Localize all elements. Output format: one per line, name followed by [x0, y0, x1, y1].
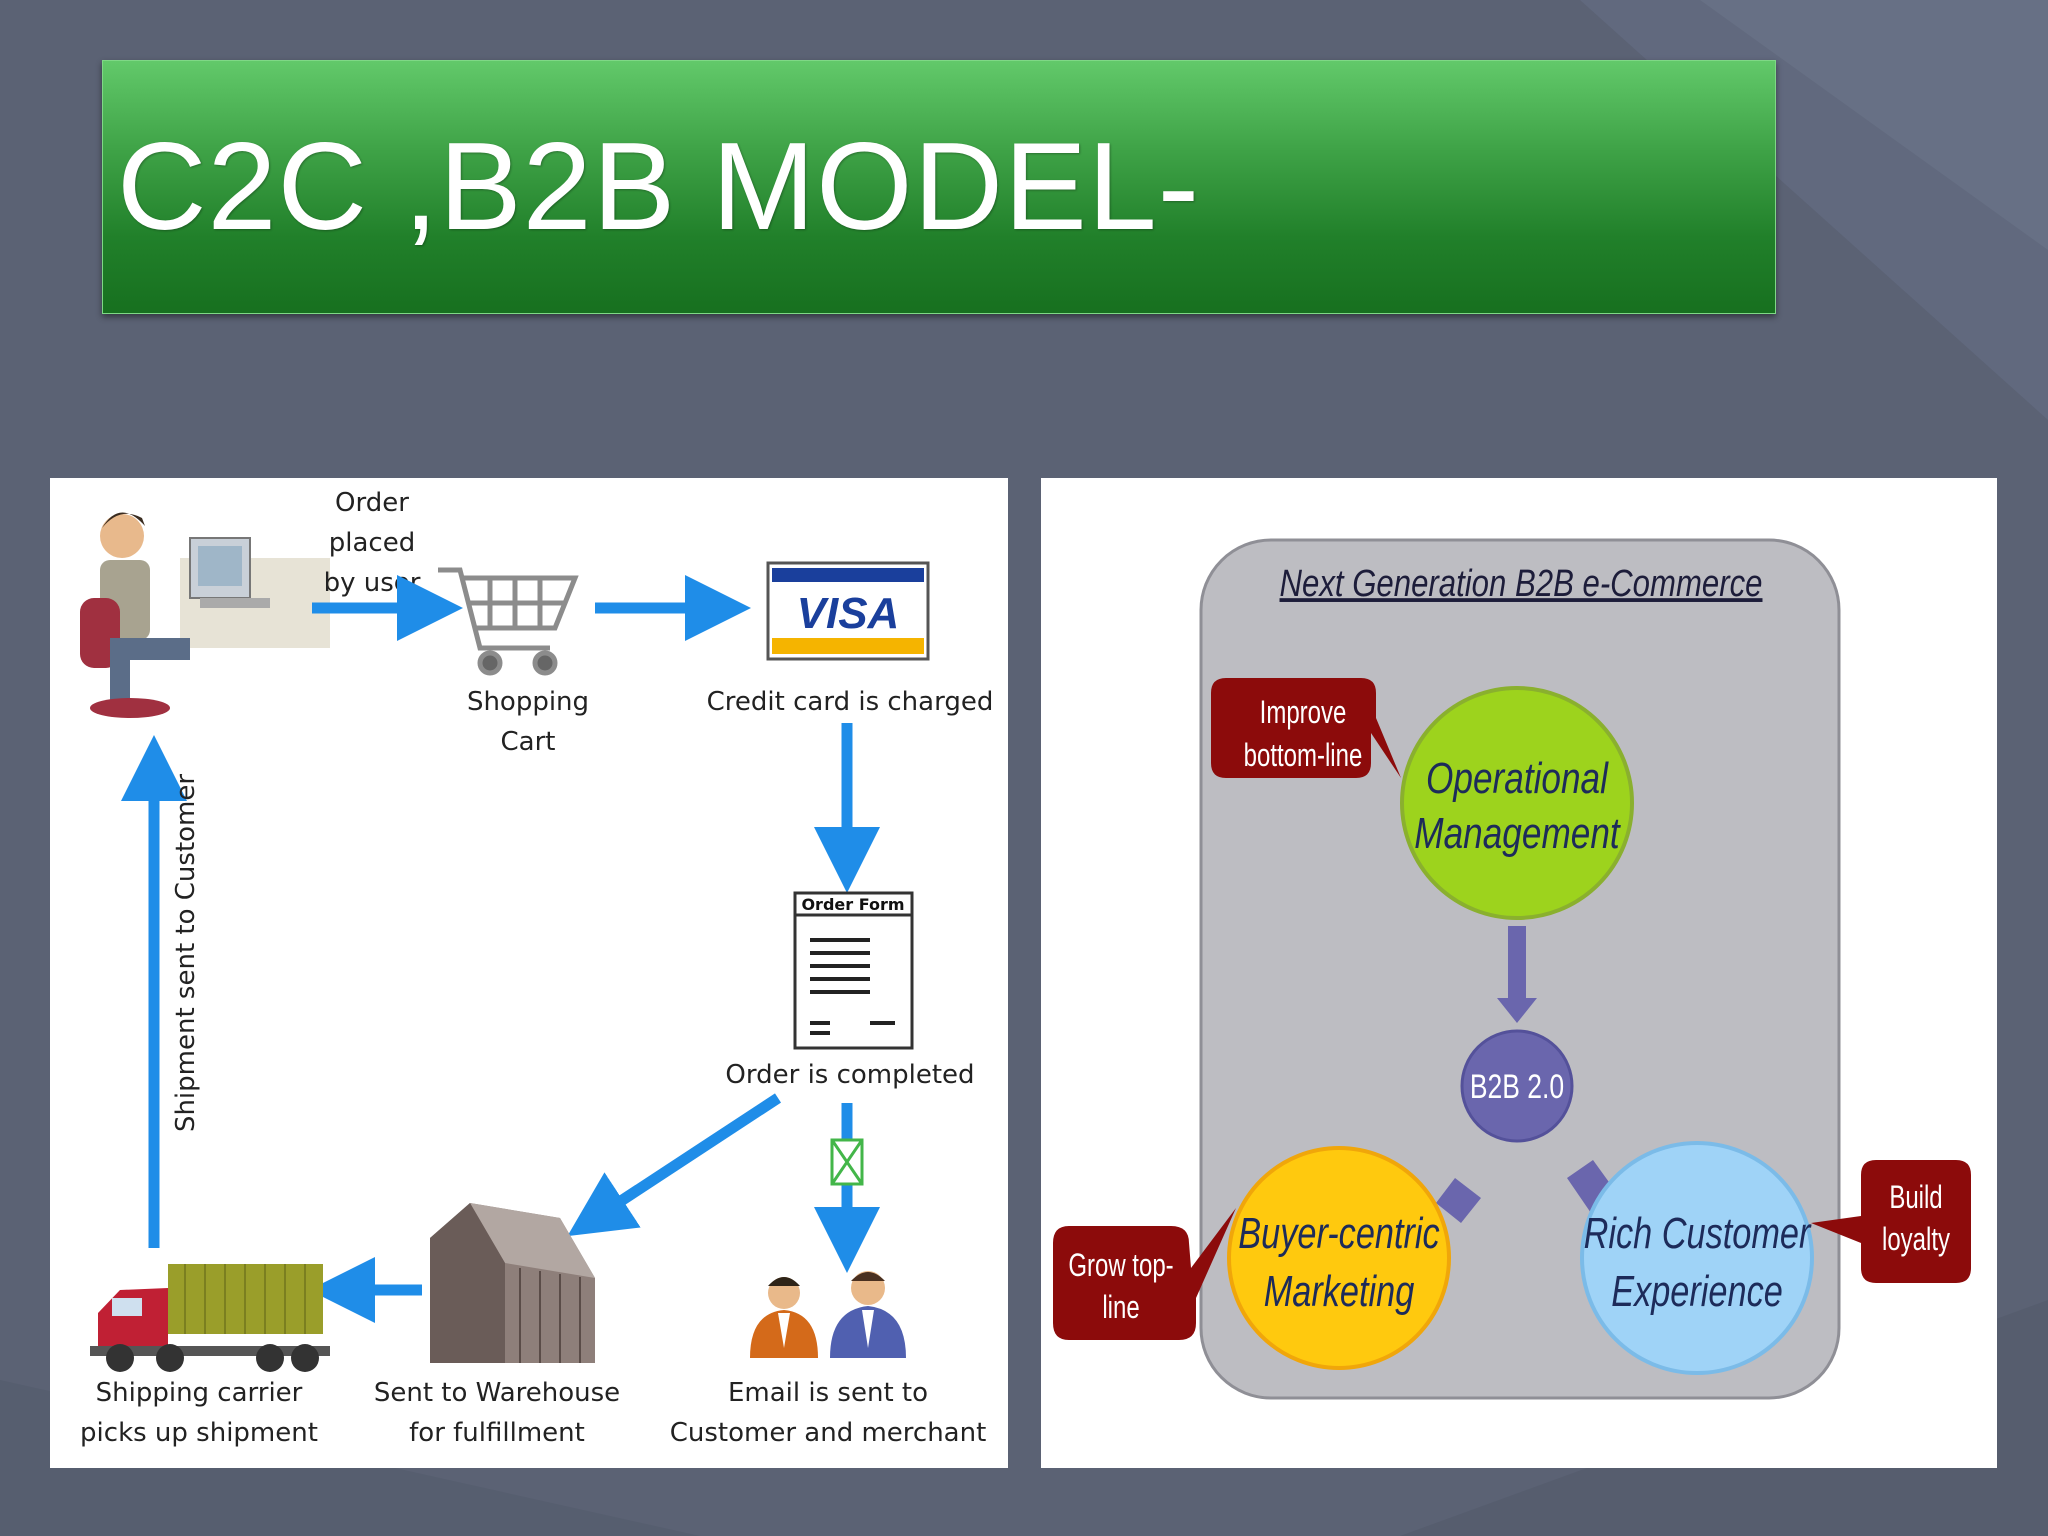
svg-text:loyalty: loyalty [1882, 1221, 1951, 1257]
svg-text:Improve: Improve [1260, 694, 1347, 730]
svg-text:Cart: Cart [501, 727, 556, 757]
svg-text:line: line [1102, 1289, 1139, 1325]
shopping-cart-icon [438, 567, 579, 676]
customer-merchant-icon [750, 1271, 906, 1358]
shopping-cart-label: Shopping Cart [467, 687, 589, 757]
buyer-label-1: Buyer-centric [1238, 1209, 1440, 1258]
svg-text:Shipping carrier: Shipping carrier [96, 1378, 303, 1408]
grow-top-line-callout: Grow top- line [1053, 1208, 1236, 1340]
svg-text:for fulfillment: for fulfillment [409, 1418, 585, 1448]
build-loyalty-callout: Build loyalty [1811, 1160, 1971, 1283]
email-sent-label: Email is sent to Customer and merchant [670, 1378, 987, 1448]
visa-card-icon: VISA [766, 561, 930, 661]
svg-text:placed: placed [329, 528, 415, 558]
b2b-heading: Next Generation B2B e-Commerce [1280, 563, 1763, 605]
slide-title: C2C ,B2B MODEL- [117, 118, 1201, 256]
shipping-carrier-label: Shipping carrier picks up shipment [80, 1378, 318, 1448]
svg-text:Sent to Warehouse: Sent to Warehouse [374, 1378, 620, 1408]
b2b-panel: Next Generation B2B e-Commerce Operation… [1041, 478, 1997, 1468]
svg-text:by user: by user [324, 568, 421, 598]
operational-management-node [1400, 686, 1634, 920]
operational-label-1: Operational [1426, 754, 1609, 803]
user-computer-icon [80, 512, 330, 718]
svg-text:picks up shipment: picks up shipment [80, 1418, 318, 1448]
svg-text:VISA: VISA [797, 589, 900, 638]
c2c-flow-panel: Order placed by user Shopping Cart VISA … [50, 478, 1008, 1468]
b2b-center-node [1460, 1029, 1574, 1143]
truck-icon [90, 1264, 330, 1372]
envelope-icon [830, 1138, 864, 1186]
svg-text:Customer and merchant: Customer and merchant [670, 1418, 987, 1448]
svg-text:bottom-line: bottom-line [1244, 737, 1363, 773]
svg-text:Order Form: Order Form [801, 895, 904, 914]
warehouse-icon [430, 1203, 595, 1363]
credit-card-label: Credit card is charged [707, 687, 994, 717]
c2c-flow-diagram: Order placed by user Shopping Cart VISA … [80, 488, 994, 1448]
improve-bottom-line-callout: Improve bottom-line [1211, 678, 1401, 778]
svg-text:Email is sent to: Email is sent to [728, 1378, 928, 1408]
title-banner: C2C ,B2B MODEL- [102, 60, 1776, 314]
buyer-centric-node [1227, 1146, 1451, 1370]
order-form-icon: Order Form [793, 891, 914, 1050]
b2b-center-label: B2B 2.0 [1470, 1068, 1564, 1106]
operational-label-2: Management [1414, 809, 1621, 858]
b2b-diagram: Next Generation B2B e-Commerce Operation… [1053, 538, 1971, 1400]
arrow-to-warehouse [567, 1093, 782, 1237]
svg-text:Build: Build [1889, 1179, 1942, 1215]
shipment-sent-label: Shipment sent to Customer [171, 774, 201, 1132]
order-placed-label: Order placed by user [324, 488, 421, 598]
svg-text:Grow top-: Grow top- [1068, 1247, 1173, 1283]
svg-text:Shopping: Shopping [467, 687, 589, 717]
warehouse-label: Sent to Warehouse for fulfillment [374, 1378, 620, 1448]
rich-label-1: Rich Customer [1584, 1209, 1812, 1258]
order-completed-label: Order is completed [725, 1060, 974, 1090]
rich-customer-node [1580, 1141, 1814, 1375]
svg-text:Order: Order [335, 488, 409, 518]
buyer-label-2: Marketing [1264, 1267, 1415, 1316]
rich-label-2: Experience [1611, 1267, 1783, 1316]
